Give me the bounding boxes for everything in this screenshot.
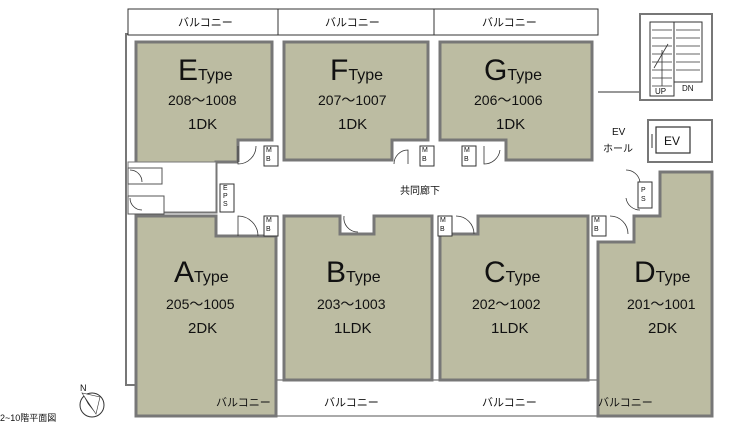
balcony-label-c: バルコニー [482,397,537,409]
stair-core [673,21,703,83]
unit-d-fill [596,170,714,418]
unit-e-type: EType [178,54,233,88]
ps-boxes [219,181,653,213]
balcony-g [433,8,599,36]
unit-b-layout: 1LDK [334,320,372,337]
unit-c-type: CType [484,256,540,290]
unit-a-rooms: 205～1005 [166,296,235,312]
unit-a-layout: 2DK [188,320,218,337]
unit-f-letter: F [330,54,349,87]
stair-up-label: UP [655,87,667,96]
unit-f-fill [282,40,430,162]
stair-down-label: DN [682,84,694,93]
balcony-label-g: バルコニー [482,17,537,29]
unit-e-type-word: Type [198,67,233,84]
balcony-e [127,8,279,36]
unit-c-layout: 1LDK [491,320,529,337]
ev-hall-label-1: EV [612,127,626,138]
unit-d-layout: 2DK [648,320,678,337]
unit-c-type-word: Type [505,269,541,286]
unit-d-rooms: 201～1001 [627,296,696,312]
unit-g-layout: 1DK [496,116,526,133]
unit-a-type: AType [174,256,229,290]
unit-b-rooms: 203～1003 [317,296,386,312]
balcony-label-f: バルコニー [325,17,380,29]
unit-d-letter: D [634,256,656,289]
unit-f-rooms: 207～1007 [318,92,387,108]
unit-d-type: DType [634,256,690,290]
unit-g-type: GType [484,54,542,88]
bottom-balcony-band [207,379,663,417]
unit-e-letter: E [178,54,199,87]
unit-f-type: FType [330,54,383,88]
unit-b-letter: B [326,256,347,289]
unit-f-type-word: Type [348,67,384,84]
ev-car [655,126,691,154]
unit-a-letter: A [174,256,195,289]
balcony-label-a: バルコニー [216,397,271,409]
door-swings [129,145,641,237]
ev-hall-label-2: ホール [603,144,633,155]
unit-c-fill [438,214,590,382]
balcony-label-b: バルコニー [324,397,379,409]
corridor-label: 共同廊下 [400,186,440,197]
unit-c-letter: C [484,256,506,289]
common-corridor [238,162,598,214]
floor-caption: 2~10階平面図 [0,413,57,423]
unit-d-type-word: Type [655,269,691,286]
unit-e-rooms: 208～1008 [168,92,237,108]
ev-label: EV [664,134,681,148]
balcony-label-d: バルコニー [598,397,653,409]
unit-b-fill [282,214,434,382]
balcony-f [277,8,435,36]
balcony-label-e: バルコニー [178,17,233,29]
unit-g-letter: G [484,54,508,87]
mb-boxes [263,145,607,237]
unit-g-rooms: 206～1006 [474,92,543,108]
left-lower-notch [127,195,165,215]
unit-c-rooms: 202～1002 [472,296,541,312]
unit-a-fill [134,214,278,418]
stair-break-line [653,43,669,69]
unit-a-type-word: Type [194,269,229,286]
north-label: N [80,383,87,393]
north-arrow [79,392,105,418]
unit-e-layout: 1DK [188,116,218,133]
unit-b-type: BType [326,256,381,290]
unit-b-type-word: Type [346,269,381,286]
unit-f-layout: 1DK [338,116,368,133]
top-balconies [127,8,599,36]
unit-g-fill [438,40,594,162]
unit-g-type-word: Type [507,67,543,84]
